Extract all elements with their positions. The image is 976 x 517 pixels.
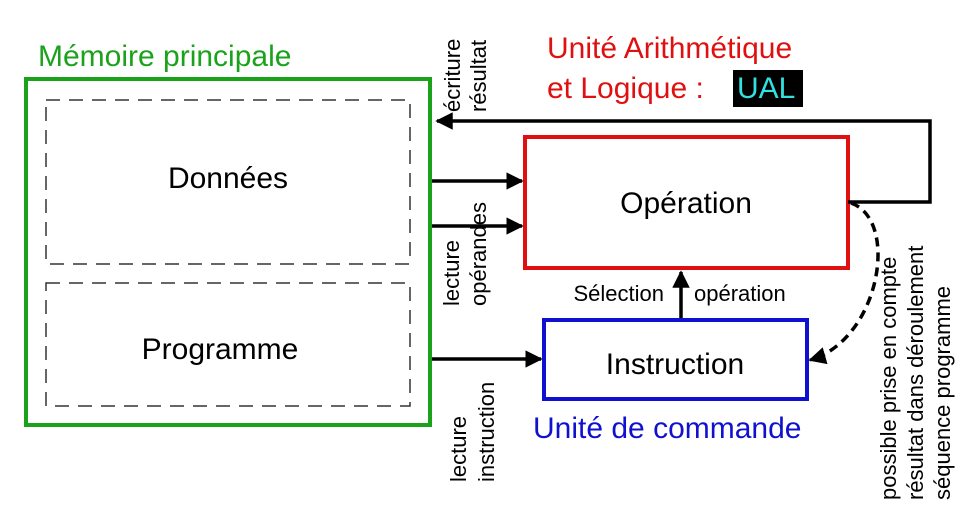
memory-title: Mémoire principale [38, 40, 291, 73]
control-title: Unité de commande [533, 412, 801, 445]
write-label-line1: écriture [440, 39, 465, 112]
operation-label: Opération [620, 187, 752, 220]
read-instruction-line1: lecture [446, 416, 471, 482]
ual-highlight-text: UAL [737, 72, 795, 105]
read-operands-line1: lecture [439, 240, 464, 306]
program-label: Programme [142, 333, 299, 366]
feedback-label-line3: séquence programme [930, 286, 955, 500]
alu-title-line1: Unité Arithmétique [547, 32, 792, 65]
ual-highlight-box [733, 70, 803, 107]
feedback-label-line2: résultat dans déroulement [903, 246, 928, 500]
read-instruction-line2: instruction [474, 382, 499, 482]
feedback-dashed-arrow [808, 201, 880, 365]
data-label: Données [168, 162, 288, 195]
selection-label-right: opération [694, 281, 786, 306]
memory-box [24, 77, 432, 427]
svg-text:et Logique :: et Logique : [547, 72, 704, 105]
read-operands-line2: opérandes [466, 202, 491, 306]
feedback-label-line1: possible prise en compte [876, 257, 901, 500]
program-region [45, 282, 411, 407]
write-result-arrow [435, 112, 932, 204]
selection-label-left: Sélection [573, 281, 664, 306]
data-region [45, 99, 411, 265]
alu-title-line2: et Logique : [547, 72, 704, 105]
write-label-line2: résultat [466, 40, 491, 112]
instruction-box [542, 318, 809, 401]
instruction-label: Instruction [606, 348, 744, 381]
